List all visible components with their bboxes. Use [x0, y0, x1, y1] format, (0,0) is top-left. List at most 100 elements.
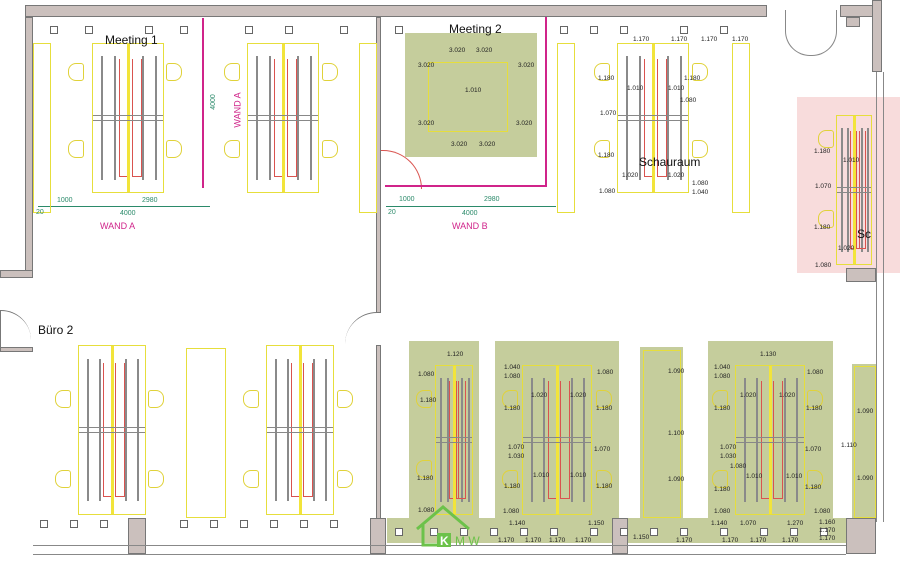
furniture-code: 1.180 — [417, 475, 434, 482]
floor-socket — [460, 528, 468, 536]
wall-top-right — [840, 5, 875, 17]
furniture-code: 1.070 — [740, 520, 757, 527]
furniture-code: 1.030 — [720, 453, 737, 460]
furniture-code: 1.170 — [549, 537, 566, 544]
furniture-code: 1.180 — [814, 224, 831, 231]
desk-edge — [309, 55, 312, 181]
furniture-code: 1.090 — [857, 408, 874, 415]
buero2-door[interactable] — [345, 312, 377, 345]
chair — [594, 140, 610, 158]
wall-left-step2 — [0, 347, 33, 352]
furniture-code: 1.170 — [575, 537, 592, 544]
furniture-code: 1.080 — [504, 373, 521, 380]
furniture-code: 3.020 — [518, 62, 535, 69]
floor-socket — [680, 26, 688, 34]
desk-edge — [795, 377, 798, 503]
chair — [148, 390, 164, 408]
left-door[interactable] — [0, 310, 31, 347]
floor-socket — [650, 528, 658, 536]
wall-top — [25, 5, 767, 17]
chair — [243, 470, 259, 488]
chair — [224, 140, 240, 158]
dimension-label: 1000 — [399, 196, 415, 203]
furniture-code: 1.020 — [570, 392, 587, 399]
furniture-code: 3.020 — [418, 62, 435, 69]
desk-joint — [523, 437, 591, 444]
furniture-code: 3.020 — [418, 120, 435, 127]
furniture-code: 1.180 — [504, 483, 521, 490]
desk-edge — [313, 359, 316, 501]
desk-edge — [154, 55, 157, 181]
chair — [322, 63, 338, 81]
desk-edge — [269, 55, 271, 181]
desk-joint — [267, 426, 333, 433]
desk-edge — [531, 377, 534, 503]
desk-edge — [860, 127, 863, 253]
desk-edge — [125, 359, 128, 501]
wall-right-upper — [872, 0, 882, 72]
storage-cabinet — [557, 43, 575, 213]
desk-cluster — [266, 345, 334, 515]
furniture-code: 1.120 — [447, 351, 464, 358]
floor-socket — [40, 520, 48, 528]
furniture-code: 1.080 — [418, 371, 435, 378]
furniture-code: 1.040 — [714, 364, 731, 371]
floor-socket — [395, 26, 403, 34]
desk-edge — [142, 55, 144, 181]
furniture-code: 1.100 — [668, 430, 685, 437]
furniture-code: 1.270 — [787, 520, 804, 527]
furniture-code: 1.180 — [684, 75, 701, 82]
furniture-code: 1.020 — [531, 392, 548, 399]
furniture-code: 1.180 — [420, 397, 437, 404]
furniture-code: 1.140 — [711, 520, 728, 527]
desk-spine — [111, 346, 114, 514]
entrance-door[interactable] — [785, 10, 837, 56]
wand-a-label: WAND A — [100, 221, 136, 231]
floor-socket — [590, 528, 598, 536]
room-label-meeting1: Meeting 1 — [105, 33, 158, 47]
floor-socket — [680, 528, 688, 536]
furniture-code: 1.080 — [714, 373, 731, 380]
chair — [337, 390, 353, 408]
furniture-code: 1.070 — [600, 110, 617, 117]
furniture-code: 1.090 — [668, 476, 685, 483]
screen-divider — [855, 130, 866, 250]
floor-socket — [490, 528, 498, 536]
chair — [692, 63, 708, 81]
floor-socket — [240, 520, 248, 528]
furniture-code: 1.180 — [714, 405, 731, 412]
floor-socket — [180, 520, 188, 528]
furniture-code: 1.170 — [671, 36, 688, 43]
desk-joint — [736, 437, 804, 444]
floor-socket — [100, 520, 108, 528]
floor-socket — [550, 528, 558, 536]
desk-edge — [847, 127, 850, 253]
dimension-label: 20 — [388, 209, 396, 216]
furniture-code: 1.010 — [786, 473, 803, 480]
chair — [166, 63, 182, 81]
floor-socket — [300, 520, 308, 528]
desk-cluster — [522, 365, 592, 515]
dim-line-a — [38, 206, 210, 207]
furniture-code: 1.170 — [633, 36, 650, 43]
furniture-code: 1.080 — [714, 508, 731, 515]
dimension-label: 2980 — [142, 197, 158, 204]
furniture-code: 1.170 — [525, 537, 542, 544]
desk-cluster — [617, 43, 689, 193]
wall-middle-lower — [376, 345, 381, 545]
desk-edge — [866, 127, 869, 253]
furniture-code: 1.180 — [596, 483, 613, 490]
desk-spine — [127, 44, 130, 192]
svg-text:M W: M W — [455, 534, 480, 548]
desk-edge — [467, 377, 470, 503]
furniture-code: 1.020 — [622, 172, 639, 179]
furniture-code: 1.180 — [814, 148, 831, 155]
floor-socket — [720, 528, 728, 536]
desk-spine — [453, 366, 456, 514]
storage-cabinet — [643, 350, 681, 518]
desk-spine — [299, 346, 302, 514]
floor-socket — [790, 528, 798, 536]
floor-socket — [820, 528, 828, 536]
furniture-code: 1.040 — [504, 364, 521, 371]
